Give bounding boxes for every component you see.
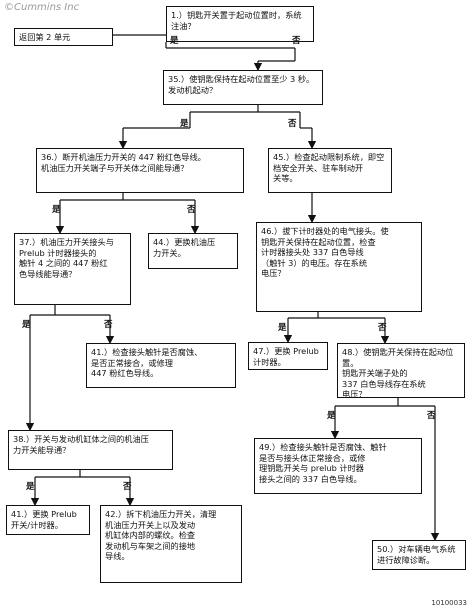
step-38-yes-label: 是 [26, 482, 35, 492]
step-48-yes-label: 是 [327, 411, 336, 421]
step-46-box: 46.）拔下计时器处的电气接头。使 钥匙开关保持在起动位置，检查 计时器接头处 … [256, 222, 422, 312]
step-41a-box: 41.）检查接头触针是否腐蚀、 是否正常接合，或修理 447 粉红色导线。 [86, 343, 236, 388]
step-46-no-label: 否 [378, 323, 387, 333]
step-47-box: 47.）更换 Prelub 计时器。 [248, 342, 328, 370]
step-1-box: 1.）钥匙开关置于起动位置时，系统 注油？ [166, 6, 314, 42]
step-35-box: 35.）使钥匙保持在起动位置至少 3 秒。 发动机起动？ [163, 70, 323, 105]
step-35-no-label: 否 [288, 119, 297, 129]
step-36-no-label: 否 [187, 205, 196, 215]
step-48-no-label: 否 [427, 411, 436, 421]
step-48-box: 48.）使钥匙开关保持在起动位置。 钥匙开关端子处的 337 白色导线存在系统 … [337, 343, 465, 399]
step-50-box: 50.）对车辆电气系统 进行故障诊断。 [372, 540, 466, 570]
step-36-yes-label: 是 [52, 205, 61, 215]
step-36-box: 36.）断开机油压力开关的 447 粉红色导线。 机油压力开关端子与开关体之间能… [36, 148, 244, 193]
step-41b-box: 41.）更换 Prelub 开关/计时器。 [6, 505, 90, 535]
step-49-box: 49.）检查接头触针是否腐蚀、触针 是否与接头体正常接合，或修 理钥匙开关与 p… [254, 438, 422, 494]
step-1-yes-label: 是 [170, 36, 179, 46]
step-38-box: 38.）开关与发动机缸体之间的机油压 力开关能导通？ [8, 430, 173, 470]
step-37-yes-label: 是 [22, 320, 31, 330]
return-section-2-box: 返回第 2 单元 [14, 28, 113, 46]
figure-id: 10100033 [431, 599, 467, 607]
step-42-box: 42.）拆下机油压力开关，清理 机油压力开关上以及发动 机缸体内部的螺纹。检查 … [100, 505, 242, 583]
step-1-no-label: 否 [292, 36, 301, 46]
step-37-box: 37.）机油压力开关接头与 Prelub 计时器接头的 触针 4 之间的 447… [14, 233, 131, 305]
step-44-box: 44.）更换机油压 力开关。 [148, 233, 238, 269]
step-46-yes-label: 是 [278, 323, 287, 333]
step-45-box: 45.）检查起动限制系统，即空 档安全开关、驻车制动开 关等。 [268, 148, 392, 193]
copyright-watermark: ©Cummins Inc [4, 2, 80, 13]
step-35-yes-label: 是 [180, 119, 189, 129]
step-37-no-label: 否 [104, 320, 113, 330]
step-38-no-label: 否 [123, 482, 132, 492]
